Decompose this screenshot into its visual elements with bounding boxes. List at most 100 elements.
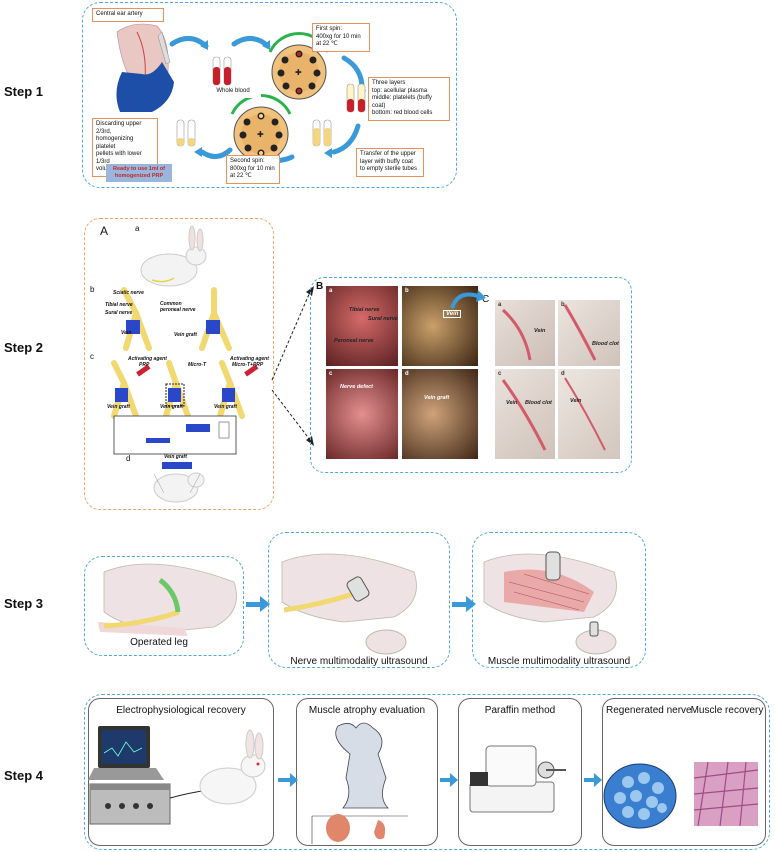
b-peroneal-label: Peroneal nerve — [334, 338, 374, 344]
laptop-icon — [88, 726, 164, 780]
activating-agent-label-1: Activating agent — [128, 356, 167, 362]
transfer-tubes — [312, 119, 332, 147]
muscle-recovery-caption: Muscle recovery — [690, 705, 764, 716]
svg-text:✚: ✚ — [295, 68, 302, 77]
step-4-label: Step 4 — [4, 768, 44, 783]
vein-graft-c3-label: Vein graft — [214, 404, 237, 410]
first-spin-label: First spin: 400xg for 10 min at 22 ℃ — [312, 23, 370, 52]
paraffin-caption: Paraffin method — [484, 705, 556, 716]
operated-leg-illustration — [98, 563, 237, 636]
vein-graft-d-label: Vein graft — [164, 454, 187, 460]
sub-a-label: a — [135, 224, 140, 233]
panel-A-graphics — [111, 225, 259, 503]
regen-nerve-caption: Regenerated nerve — [606, 705, 692, 716]
vein-segment — [126, 320, 140, 334]
panel-C-label: C — [482, 294, 490, 305]
whole-blood-tubes — [212, 56, 232, 86]
sural-label: Sural nerve — [105, 310, 133, 316]
b-nerve-defect-label: Nerve defect — [340, 384, 374, 390]
nerve-ultrasound-illustration — [281, 553, 417, 655]
muscle-recovery-histology — [693, 761, 759, 827]
whole-blood-label: Whole blood — [205, 86, 261, 98]
curved-arrow-icon — [450, 290, 486, 309]
zoom-detail-box — [113, 415, 237, 455]
step3-panel-nerve — [268, 532, 450, 668]
step2-panel-A — [84, 218, 274, 510]
step2-panel-BC — [310, 277, 632, 473]
centrifuge-first-spin: ✚ — [268, 32, 330, 100]
sciatic-label: Sciatic nerve — [113, 290, 144, 296]
tibial-label: Tibial nerve — [105, 302, 133, 308]
b-sural-label: Sural nerve — [368, 316, 398, 322]
vein-label: Vein — [121, 330, 132, 336]
common-peroneal-label: Common peroneal nerve — [160, 301, 196, 313]
vein-graft-segment — [206, 320, 220, 334]
atrophy-caption: Muscle atrophy evaluation — [308, 705, 426, 716]
svg-text:✚: ✚ — [257, 130, 264, 139]
photo-b-d — [402, 369, 478, 459]
photo-lab-a: a — [329, 288, 333, 294]
c-lab-c: c — [498, 371, 502, 377]
step-2-label: Step 2 — [4, 340, 44, 355]
step4-panel — [84, 694, 770, 850]
muscle-us-caption: Muscle multimodality ultrasound — [487, 656, 631, 667]
syringe-icon — [136, 364, 259, 377]
c-vein-traces — [501, 304, 606, 451]
prp-tubes — [176, 119, 196, 147]
second-spin-label: Second spin: 800xg for 10 min at 22 ℃ — [226, 155, 280, 184]
artery-label: Central ear artery — [92, 8, 164, 22]
vein-graft-c2-label: Vein graft — [160, 404, 183, 410]
sub-c-label: c — [90, 352, 94, 361]
panel-A-label: A — [100, 224, 109, 238]
operated-leg-caption: Operated leg — [130, 637, 188, 648]
centrifuge-second-spin: ✚ — [230, 94, 292, 162]
rabbit-icon — [140, 225, 207, 287]
b-tibial-label: Tibial nerve — [349, 307, 380, 313]
b-vein-label: Vein — [443, 310, 462, 318]
step3-graphics — [98, 551, 617, 655]
vein-graft-c1-label: Vein graft — [107, 404, 130, 410]
c-vein3-label: Vein — [570, 398, 582, 404]
micro-t-prp-label: Micro-T+PRP — [232, 362, 264, 368]
c-lab-a: a — [498, 302, 502, 308]
b-vein-graft-label: Vein graft — [424, 395, 450, 401]
step1-panel — [82, 2, 457, 188]
three-layer-tubes — [346, 83, 366, 113]
ready-prp-box: Ready to use 1ml of homogenized PRP — [106, 164, 172, 182]
c-blood-clot-label: Blood clot — [592, 341, 619, 347]
ear-artery-collection-illustration — [116, 23, 174, 112]
photo-b-b — [402, 286, 478, 366]
prp-label: PRP — [139, 362, 150, 368]
c-lab-d: d — [561, 371, 565, 377]
step-3-label: Step 3 — [4, 596, 44, 611]
step1-graphics: ✚ ✚ — [116, 23, 366, 166]
c-vein2-label: Vein — [506, 400, 518, 406]
microtome-icon — [469, 745, 566, 813]
rabbit-icon-step4 — [199, 729, 266, 805]
photo-lab-d: d — [405, 371, 409, 377]
photo-b-c — [326, 369, 398, 459]
photo-b-a — [326, 286, 398, 366]
sub-b-label: b — [90, 285, 95, 294]
activating-agent-label-2: Activating agent — [230, 356, 269, 362]
micro-t-label: Micro-T — [188, 362, 207, 368]
regenerated-nerve-histology — [603, 763, 677, 829]
c-lab-b: b — [561, 302, 565, 308]
vein-graft-label: Vein graft — [174, 332, 197, 338]
step3-panel-operated — [84, 556, 244, 656]
emg-device-icon — [89, 783, 171, 825]
three-layers-label: Three layers top: acellular plasma middl… — [368, 77, 450, 121]
c-blood-clot2-label: Blood clot — [525, 400, 552, 406]
muscle-ultrasound-illustration — [483, 551, 617, 655]
c-vein-label: Vein — [534, 328, 546, 334]
sub-d-label: d — [126, 454, 131, 463]
panel-B-label: B — [316, 281, 324, 292]
step4-graphics — [88, 722, 759, 844]
nerve-us-caption: Nerve multimodality ultrasound — [290, 656, 428, 667]
step-1-label: Step 1 — [4, 84, 44, 99]
rabbit-with-graft — [153, 462, 205, 503]
rabbit-pelt-outline — [311, 722, 408, 844]
photo-lab-c: c — [329, 371, 333, 377]
electro-caption: Electrophysiological recovery — [116, 705, 246, 716]
transfer-label: Transfer of the upper layer with buffy c… — [356, 148, 424, 177]
